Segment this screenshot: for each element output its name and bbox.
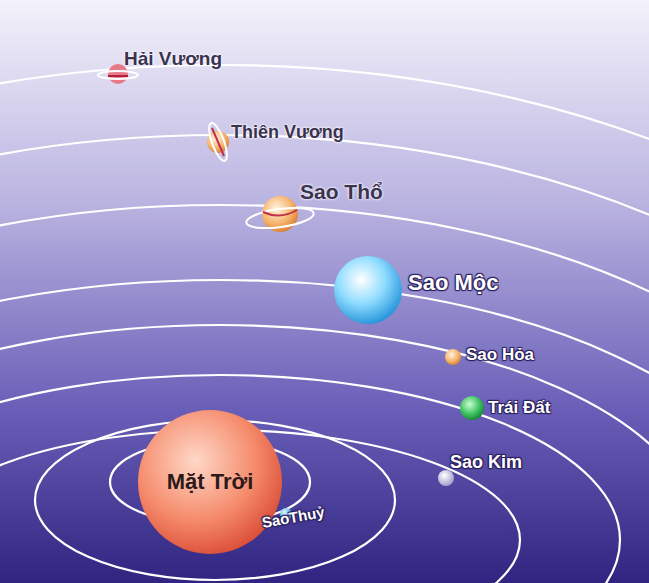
planet-label: Sao Kim [450, 452, 522, 473]
sun [138, 410, 282, 554]
orbits [0, 65, 649, 583]
planet-label: Trái Đất [488, 398, 550, 418]
uranus [206, 121, 231, 163]
earth [460, 396, 484, 420]
node-text: Mặt Trời [167, 469, 254, 495]
planet-label: Hải Vương [124, 48, 222, 70]
planet-label: Sao Hỏa [466, 345, 534, 365]
planet-label: Sao Mộc [408, 270, 498, 296]
planet-label: Sao Thổ [300, 180, 383, 204]
venus [438, 470, 454, 486]
jupiter [334, 256, 402, 324]
planet-label: Thiên Vương [231, 122, 344, 143]
sun-circle: Mặt Trời [138, 410, 282, 554]
planet-label: SaoThuỷ [261, 503, 326, 531]
mars [445, 349, 461, 365]
